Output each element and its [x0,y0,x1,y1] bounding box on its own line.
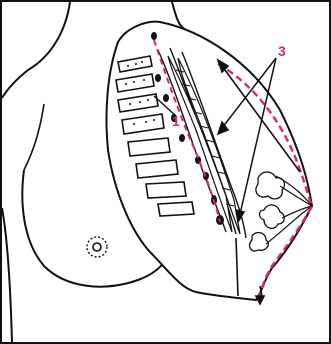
label-3: 3 [278,43,286,59]
label-1: 1 [172,113,180,129]
